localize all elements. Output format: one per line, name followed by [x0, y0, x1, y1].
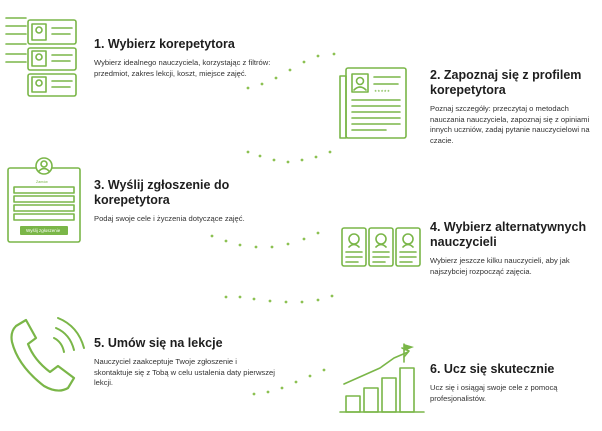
teacher-cards-icon [341, 227, 421, 267]
profile-document-icon: ★★★★★ [339, 67, 407, 139]
svg-text:★★★★★: ★★★★★ [374, 89, 391, 93]
connector-dots-5 [252, 368, 326, 396]
step-5-title: 5. Umów się na lekcje [94, 336, 223, 350]
teacher-list-icon [5, 17, 77, 97]
connector-dots-4 [224, 294, 334, 304]
step-1-title: 1. Wybierz korepetytora [94, 37, 235, 51]
step-6-text: Ucz się i osiągaj swoje cele z pomocą pr… [430, 383, 558, 403]
connector-dots-1 [246, 52, 336, 90]
connector-dots-3 [210, 231, 320, 249]
connector-dots-2 [246, 150, 332, 164]
step-5: 5. Umów się na lekcje Nauczyciel zaakcep… [94, 336, 276, 389]
step-2-text: Poznaj szczegóły: przeczytaj o metodach … [430, 104, 590, 145]
step-5-text: Nauczyciel zaakceptuje Twoje zgłoszenie … [94, 357, 275, 388]
step-4-text: Wybierz jeszcze kilku nauczycieli, aby j… [430, 256, 570, 276]
step-6-title: 6. Ucz się skutecznie [430, 362, 555, 376]
svg-text:Zamów: Zamów [36, 180, 48, 184]
step-6: 6. Ucz się skutecznie Ucz się i osiągaj … [430, 362, 598, 404]
step-1: 1. Wybierz korepetytora Wybierz idealneg… [94, 37, 284, 79]
step-3: 3. Wyślij zgłoszenie do korepetytora Pod… [94, 178, 284, 225]
step-4: 4. Wybierz alternatywnych nauczycieli Wy… [430, 220, 598, 277]
step-3-title: 3. Wyślij zgłoszenie do korepetytora [94, 178, 230, 207]
phone-call-icon [10, 317, 85, 392]
growth-chart-icon [339, 343, 425, 413]
step-3-text: Podaj swoje cele i życzenia dotyczące za… [94, 214, 245, 223]
step-4-title: 4. Wybierz alternatywnych nauczycieli [430, 220, 587, 249]
step-2-title: 2. Zapoznaj się z profilem korepetytora [430, 68, 582, 97]
svg-text:Wyślij zgłoszenie: Wyślij zgłoszenie [26, 228, 61, 233]
step-1-text: Wybierz idealnego nauczyciela, korzystaj… [94, 58, 271, 78]
step-2: 2. Zapoznaj się z profilem korepetytora … [430, 68, 598, 146]
application-form-icon: Zamów Wyślij zgłoszenie [7, 157, 81, 243]
